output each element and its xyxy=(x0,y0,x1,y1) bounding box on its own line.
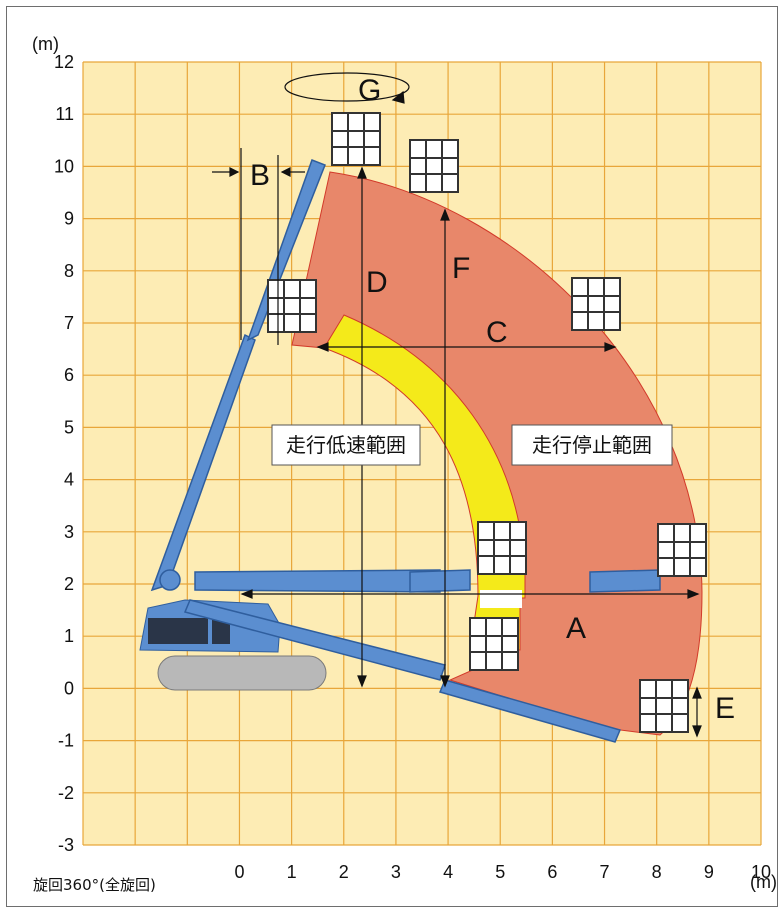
platform-basket xyxy=(331,112,381,166)
dimension-label-c: C xyxy=(486,316,508,349)
y-tick-label: 8 xyxy=(64,261,74,281)
y-tick-label: 10 xyxy=(54,156,74,176)
y-tick-label: 5 xyxy=(64,417,74,437)
platform-basket xyxy=(267,279,317,333)
y-tick-label: 4 xyxy=(64,470,74,490)
crawler-track xyxy=(157,655,327,691)
y-tick-label: 1 xyxy=(64,626,74,646)
y-tick-label: -1 xyxy=(58,731,74,751)
x-tick-label: 5 xyxy=(495,862,505,882)
x-axis-unit: (m) xyxy=(750,872,777,892)
dimension-label-g: G xyxy=(358,74,381,107)
dimension-label-e: E xyxy=(715,692,735,725)
x-tick-label: 2 xyxy=(339,862,349,882)
diagram-frame xyxy=(6,6,778,907)
y-tick-label: 0 xyxy=(64,678,74,698)
low-speed-label-box xyxy=(271,424,421,466)
y-tick-label: 6 xyxy=(64,365,74,385)
dimension-label-f: F xyxy=(452,252,470,285)
x-tick-label: 6 xyxy=(547,862,557,882)
y-tick-label: 9 xyxy=(64,209,74,229)
platform-basket xyxy=(409,139,459,193)
stop-label-box xyxy=(511,424,673,466)
y-tick-label: -2 xyxy=(58,783,74,803)
low-speed-zone-label: 走行低速範囲 xyxy=(286,433,406,457)
y-tick-label: -3 xyxy=(58,835,74,855)
crane-grille xyxy=(212,618,230,644)
platform-basket xyxy=(571,277,621,331)
platform-basket xyxy=(639,679,689,733)
y-tick-label: 7 xyxy=(64,313,74,333)
dimension-label-d: D xyxy=(366,266,388,299)
y-tick-label: 12 xyxy=(54,52,74,72)
dimension-label-b: B xyxy=(250,159,270,192)
x-tick-label: 0 xyxy=(234,862,244,882)
platform-baskets xyxy=(267,112,707,733)
dimension-lines xyxy=(212,72,702,738)
y-tick-label: 3 xyxy=(64,522,74,542)
x-tick-label: 4 xyxy=(443,862,453,882)
rotation-caption: 旋回360°(全旋回) xyxy=(33,876,156,894)
x-tick-label: 8 xyxy=(652,862,662,882)
dimension-label-a: A xyxy=(566,612,586,645)
platform-basket xyxy=(469,617,519,671)
y-tick-label: 11 xyxy=(55,104,74,124)
x-tick-label: 1 xyxy=(287,862,297,882)
x-tick-label: 9 xyxy=(704,862,714,882)
y-tick-label: 2 xyxy=(64,574,74,594)
x-tick-label: 10 xyxy=(751,862,771,882)
x-tick-label: 3 xyxy=(391,862,401,882)
stop-zone-label: 走行停止範囲 xyxy=(532,433,652,457)
platform-basket xyxy=(477,521,527,575)
x-tick-label: 7 xyxy=(600,862,610,882)
y-axis-unit: (m) xyxy=(32,34,59,54)
crane-cab xyxy=(148,618,208,644)
x-axis-tick-labels: 0 1 2 3 4 5 6 7 8 9 10 xyxy=(234,862,771,882)
platform-basket xyxy=(657,523,707,577)
zone-gap xyxy=(480,590,522,608)
